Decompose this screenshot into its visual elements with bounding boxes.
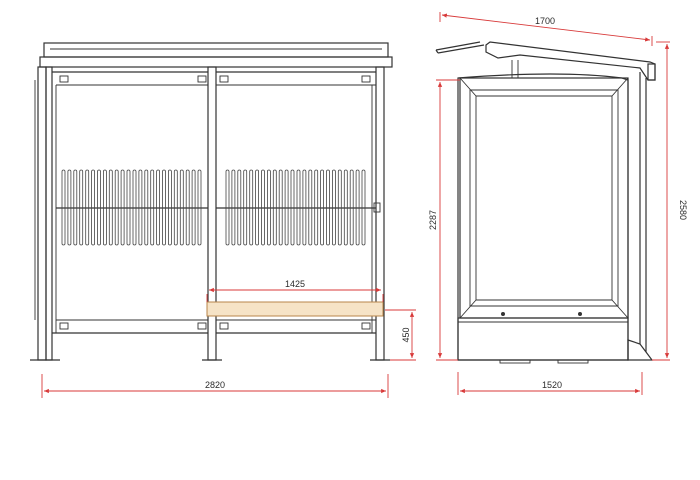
frosted-slat [144, 169, 149, 246]
total-height-label: 2580 [678, 200, 688, 220]
frosted-slat [85, 169, 90, 246]
front-left-slats [61, 169, 202, 246]
frosted-slat [255, 169, 260, 246]
frosted-slat [179, 169, 184, 246]
frosted-slat [290, 169, 295, 246]
frosted-slat [314, 169, 319, 246]
front-view [30, 42, 393, 361]
bench-width-label: 1425 [285, 279, 305, 289]
frosted-slat [138, 169, 143, 246]
frosted-slat [302, 169, 307, 246]
frosted-slat [191, 169, 196, 246]
roof-depth-label: 1700 [535, 16, 555, 26]
frosted-slat [231, 169, 236, 246]
frosted-slat [272, 169, 277, 246]
frosted-slat [337, 169, 342, 246]
frosted-slat [150, 169, 155, 246]
frosted-slat [343, 169, 348, 246]
frosted-slat [237, 169, 242, 246]
side-rear-post [627, 72, 654, 361]
frosted-slat [114, 169, 119, 246]
frosted-slat [243, 169, 248, 246]
frosted-slat [79, 169, 84, 246]
frosted-slat [361, 169, 366, 246]
frosted-slat [67, 169, 72, 246]
bench-height-label: 450 [401, 327, 411, 342]
frosted-slat [284, 169, 289, 246]
frosted-slat [108, 169, 113, 246]
frosted-slat [126, 169, 131, 246]
frosted-slat [162, 169, 166, 246]
frosted-slat [320, 169, 325, 246]
frosted-slat [61, 169, 66, 246]
frosted-slat [355, 169, 360, 246]
frosted-slat [197, 169, 202, 246]
frosted-slat [91, 169, 95, 246]
frosted-slat [296, 169, 301, 246]
front-bench [206, 301, 384, 317]
panel-height-label: 2287 [428, 210, 438, 230]
side-view [435, 41, 656, 364]
frosted-slat [349, 169, 354, 246]
front-roof [39, 42, 393, 68]
front-rails [52, 71, 381, 334]
frosted-slat [308, 169, 313, 246]
side-panel [457, 73, 629, 364]
frosted-slat [261, 169, 265, 246]
frosted-slat [167, 169, 172, 246]
side-dimensions: 1700 2287 2580 1520 [428, 12, 688, 395]
frosted-slat [156, 169, 161, 246]
frosted-slat [331, 169, 336, 246]
frosted-slat [278, 169, 283, 246]
frosted-slat [132, 169, 137, 246]
frosted-slat [73, 169, 78, 246]
frosted-slat [326, 169, 330, 246]
frosted-slat [120, 169, 125, 246]
frosted-slat [225, 169, 230, 246]
overall-width-label: 2820 [205, 380, 225, 390]
base-width-label: 1520 [542, 380, 562, 390]
frosted-slat [185, 169, 190, 246]
front-dimensions: 1425 450 2820 [41, 279, 416, 398]
frosted-slat [173, 169, 178, 246]
frosted-slat [266, 169, 271, 246]
frosted-slat [103, 169, 107, 246]
front-right-slats [225, 169, 366, 246]
frosted-slat [249, 169, 254, 246]
frosted-slat [97, 169, 101, 246]
